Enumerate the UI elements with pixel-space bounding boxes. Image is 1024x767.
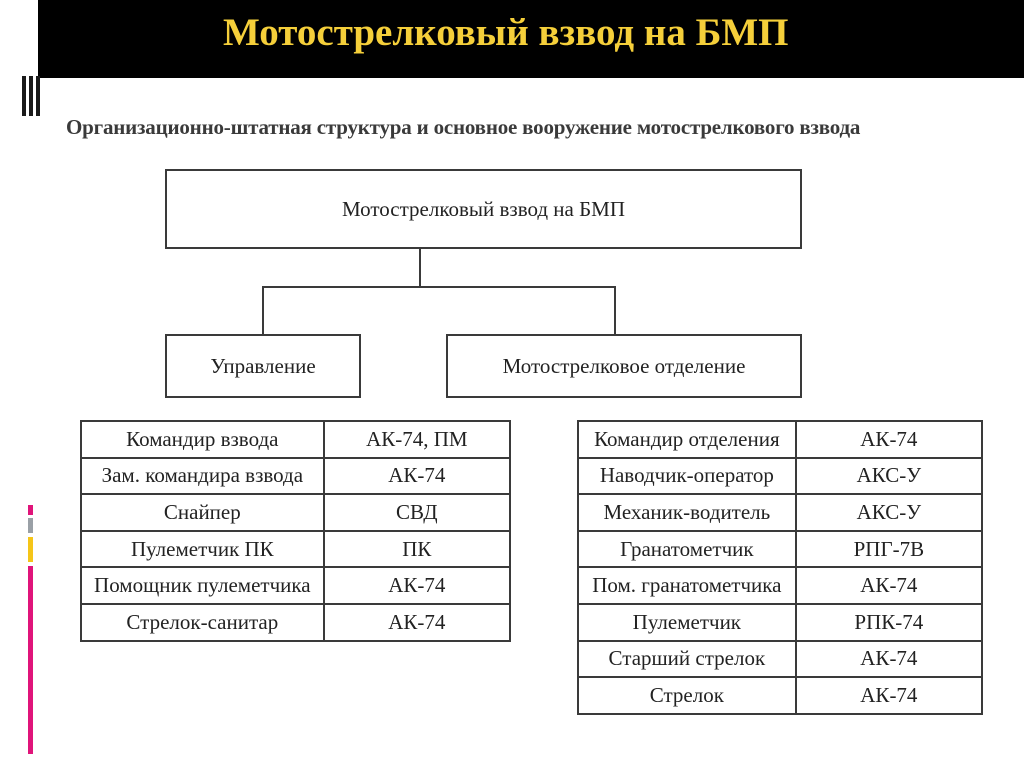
weapon-cell: АКС-У bbox=[794, 456, 984, 496]
role-cell: Гранатометчик bbox=[577, 529, 797, 569]
weapon-cell: АК-74 bbox=[794, 566, 984, 605]
role-cell: Механик-водитель bbox=[577, 493, 797, 532]
accent-stripe-pink bbox=[28, 566, 33, 754]
accent-stripe-grey bbox=[28, 518, 33, 533]
role-cell: Пом. гранатометчика bbox=[577, 566, 797, 605]
role-cell: Командир взвода bbox=[80, 420, 325, 459]
title-bar: Мотострелковый взвод на БМП bbox=[38, 0, 1024, 78]
weapon-cell: АК-74 bbox=[794, 420, 984, 459]
squad-node-label: Мотострелковое отделение bbox=[502, 353, 746, 378]
diagram-subtitle: Организационно-штатная структура и основ… bbox=[66, 115, 861, 139]
accent-stripe-top bbox=[28, 505, 33, 515]
weapon-cell: АК-74 bbox=[322, 456, 512, 496]
role-cell: Командир отделения bbox=[577, 420, 797, 459]
role-cell: Пулеметчик bbox=[577, 602, 797, 642]
weapon-cell: ПК bbox=[322, 529, 512, 569]
weapon-cell: СВД bbox=[322, 493, 512, 532]
squad-node: Мотострелковое отделение bbox=[446, 334, 802, 398]
management-node-label: Управление bbox=[210, 353, 316, 378]
weapon-cell: РПК-74 bbox=[794, 602, 984, 642]
weapon-cell: АК-74 bbox=[322, 602, 512, 642]
weapon-cell: РПГ-7В bbox=[794, 529, 984, 569]
root-node: Мотострелковый взвод на БМП bbox=[165, 169, 802, 249]
decorative-bars bbox=[22, 76, 40, 116]
role-cell: Стрелок-санитар bbox=[80, 602, 325, 642]
role-cell: Пулеметчик ПК bbox=[80, 529, 325, 569]
page-title: Мотострелковый взвод на БМП bbox=[223, 11, 789, 54]
role-cell: Снайпер bbox=[80, 493, 325, 532]
role-cell: Старший стрелок bbox=[577, 639, 797, 679]
accent-stripe-yellow bbox=[28, 537, 33, 562]
weapon-cell: АК-74, ПМ bbox=[322, 420, 512, 459]
connector-root-down bbox=[419, 249, 421, 287]
weapon-cell: АК-74 bbox=[322, 566, 512, 605]
connector-right-down bbox=[614, 286, 616, 334]
root-node-label: Мотострелковый взвод на БМП bbox=[341, 196, 626, 221]
role-cell: Помощник пулеметчика bbox=[80, 566, 325, 605]
weapon-cell: АКС-У bbox=[794, 493, 984, 532]
role-cell: Стрелок bbox=[577, 676, 797, 715]
weapon-cell: АК-74 bbox=[794, 676, 984, 715]
weapon-cell: АК-74 bbox=[794, 639, 984, 679]
role-cell: Наводчик-оператор bbox=[577, 456, 797, 496]
management-node: Управление bbox=[165, 334, 361, 398]
role-cell: Зам. командира взвода bbox=[80, 456, 325, 496]
connector-horizontal bbox=[262, 286, 616, 288]
connector-left-down bbox=[262, 286, 264, 334]
